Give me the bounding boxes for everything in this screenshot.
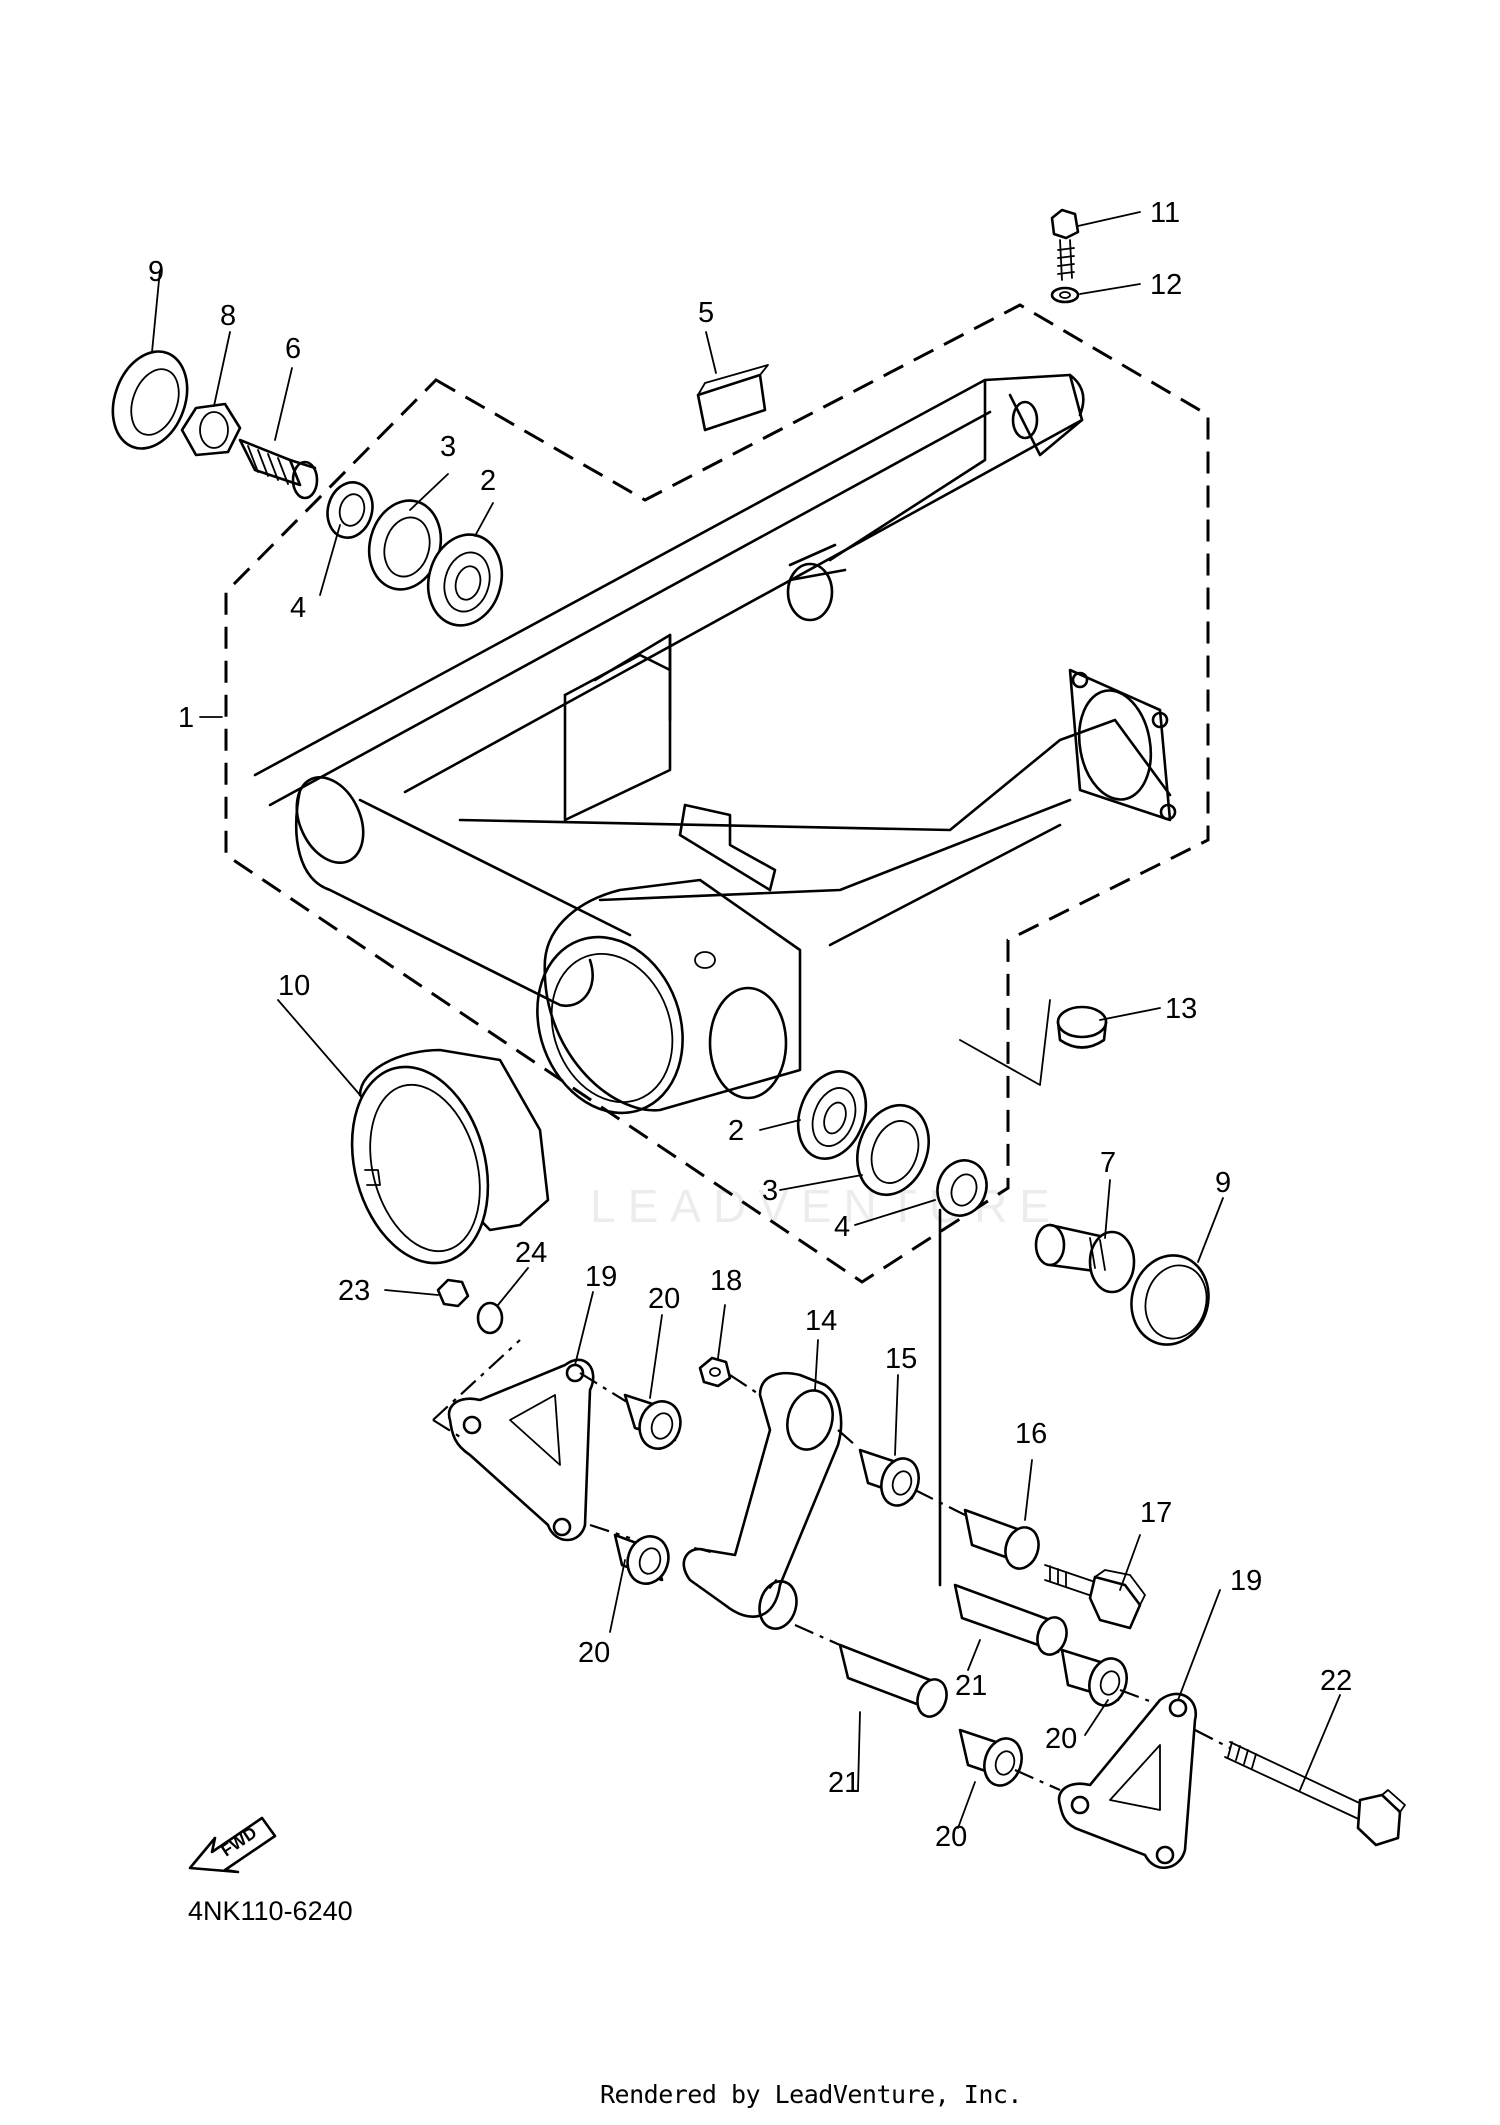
linkage — [432, 1208, 1406, 1870]
label-11: 11 — [1150, 197, 1180, 229]
label-23: 23 — [338, 1275, 370, 1307]
label-17: 17 — [1140, 1497, 1172, 1529]
label-2-top: 2 — [480, 465, 496, 497]
render-credit: Rendered by LeadVenture, Inc. — [600, 2080, 1023, 2109]
leader-lines — [151, 211, 1341, 1829]
bolt-top — [1050, 208, 1080, 281]
label-20-b: 20 — [578, 1637, 610, 1669]
part-labels: 9 8 6 5 3 2 4 1 11 12 13 10 2 3 4 7 9 23… — [148, 197, 1352, 1853]
washer-top — [1050, 286, 1080, 304]
label-10: 10 — [278, 970, 310, 1002]
label-3-top: 3 — [440, 431, 456, 463]
bearing-left — [426, 533, 504, 627]
label-6: 6 — [285, 333, 301, 365]
label-9-right: 9 — [1215, 1167, 1231, 1199]
label-20-c: 20 — [1045, 1723, 1077, 1755]
seal-right — [856, 1103, 930, 1197]
label-3-mid: 3 — [762, 1175, 778, 1207]
rubber-pad — [696, 364, 769, 432]
label-4-top: 4 — [290, 592, 306, 624]
seal-left — [367, 499, 443, 591]
label-19-right: 19 — [1230, 1565, 1262, 1597]
locknut-left — [180, 402, 242, 457]
label-8: 8 — [220, 300, 236, 332]
pivot-shaft-right — [1034, 1223, 1136, 1294]
label-16: 16 — [1015, 1418, 1047, 1450]
cap-right — [1056, 1005, 1108, 1049]
label-12: 12 — [1150, 269, 1182, 301]
fwd-arrow-icon: FWD — [188, 1816, 277, 1874]
label-13: 13 — [1165, 993, 1197, 1025]
label-4-mid: 4 — [834, 1211, 850, 1243]
label-20-a: 20 — [648, 1283, 680, 1315]
label-2-mid: 2 — [728, 1115, 744, 1147]
label-21-a: 21 — [955, 1670, 987, 1702]
label-9-top: 9 — [148, 256, 164, 288]
label-18: 18 — [710, 1265, 742, 1297]
ring-nut — [350, 1048, 550, 1265]
diagram-code: 4NK110-6240 — [188, 1896, 353, 1926]
label-15: 15 — [885, 1343, 917, 1375]
collar-left — [326, 481, 374, 539]
label-20-d: 20 — [935, 1821, 967, 1853]
label-19-left: 19 — [585, 1261, 617, 1293]
watermark-text: LEADVENTURE — [590, 1180, 1062, 1232]
label-1: 1 — [178, 702, 194, 734]
collar-right — [936, 1159, 988, 1217]
label-14: 14 — [805, 1305, 837, 1337]
bearing-right — [796, 1070, 868, 1160]
oil-seal-left — [111, 350, 189, 450]
label-5: 5 — [698, 297, 714, 329]
label-22: 22 — [1320, 1665, 1352, 1697]
label-24: 24 — [515, 1237, 547, 1269]
assembly-outline — [224, 303, 1210, 1284]
label-7: 7 — [1100, 1147, 1116, 1179]
pivot-shaft-left — [238, 438, 319, 500]
oil-seal-right — [1130, 1254, 1210, 1346]
swingarm — [253, 373, 1177, 1115]
label-21-b: 21 — [828, 1767, 860, 1799]
